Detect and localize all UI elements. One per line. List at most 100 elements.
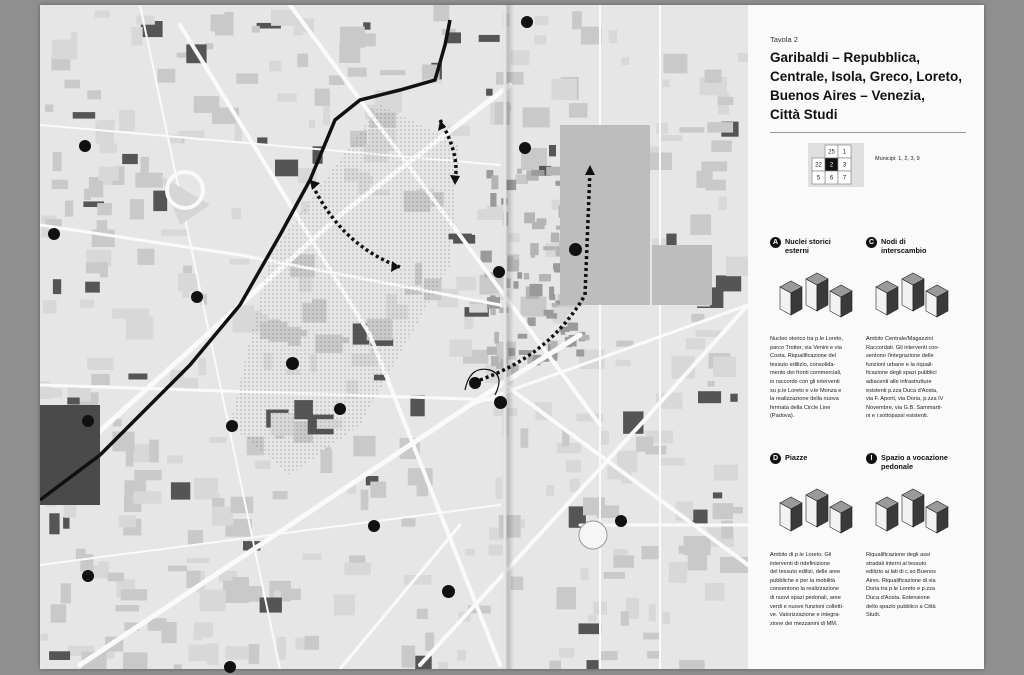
building-block bbox=[349, 555, 366, 563]
metro-station-pin[interactable] bbox=[469, 377, 481, 389]
building-block bbox=[119, 109, 135, 131]
building-block bbox=[583, 497, 605, 516]
legend-badge: I bbox=[866, 453, 877, 464]
metro-station-pin[interactable] bbox=[48, 228, 60, 240]
historic-block bbox=[486, 170, 494, 179]
municipio-number: 7 bbox=[843, 176, 847, 182]
building-block bbox=[97, 203, 112, 216]
historic-block bbox=[486, 346, 497, 355]
building-block bbox=[125, 316, 154, 340]
building-block bbox=[275, 159, 299, 177]
historic-block bbox=[517, 272, 522, 279]
historic-block bbox=[507, 256, 514, 263]
metro-station-pin[interactable] bbox=[191, 291, 203, 303]
building-block bbox=[83, 188, 91, 201]
historic-block bbox=[567, 322, 579, 331]
building-block bbox=[456, 276, 476, 291]
historic-block bbox=[560, 330, 566, 335]
building-block bbox=[652, 238, 676, 251]
building-block bbox=[656, 392, 683, 409]
building-block bbox=[713, 464, 738, 481]
building-block bbox=[64, 200, 74, 217]
building-block bbox=[344, 562, 371, 576]
building-block bbox=[495, 477, 503, 499]
building-block bbox=[118, 515, 136, 528]
building-block bbox=[212, 493, 221, 501]
intervention-area-badge[interactable] bbox=[442, 585, 455, 598]
building-block bbox=[549, 145, 556, 157]
historic-block bbox=[539, 274, 551, 282]
historic-nuclei-illustration bbox=[779, 272, 853, 318]
intervention-area-badge[interactable] bbox=[286, 357, 299, 370]
metro-station-pin[interactable] bbox=[493, 266, 505, 278]
building-block bbox=[521, 148, 547, 171]
historic-block bbox=[505, 179, 517, 191]
building-block bbox=[94, 10, 110, 18]
metro-station-pin[interactable] bbox=[615, 515, 627, 527]
historic-block bbox=[527, 356, 537, 364]
building-block bbox=[363, 22, 371, 30]
metro-station-pin[interactable] bbox=[521, 16, 533, 28]
historic-block bbox=[529, 283, 543, 297]
building-block bbox=[75, 548, 86, 560]
building-block bbox=[67, 645, 95, 656]
building-block bbox=[658, 457, 685, 466]
building-block bbox=[613, 549, 628, 556]
building-block bbox=[251, 25, 260, 33]
municipio-number: 6 bbox=[830, 176, 834, 182]
building-block bbox=[87, 90, 101, 100]
building-block bbox=[122, 153, 138, 165]
municipio-cell bbox=[811, 170, 826, 185]
building-block bbox=[449, 339, 472, 357]
metro-station-pin[interactable] bbox=[224, 661, 236, 673]
metro-station-pin[interactable] bbox=[226, 420, 238, 432]
metro-station-pin[interactable] bbox=[334, 403, 346, 415]
building-block bbox=[425, 632, 435, 651]
building-block bbox=[212, 498, 225, 510]
building-block bbox=[128, 373, 148, 380]
building-block bbox=[137, 248, 155, 265]
building-block bbox=[620, 611, 629, 626]
building-block bbox=[464, 313, 474, 330]
building-block bbox=[211, 506, 234, 526]
legend-section-title: Piazze bbox=[785, 453, 808, 462]
building-block bbox=[85, 262, 103, 274]
building-block bbox=[691, 313, 705, 322]
intervention-area-badge[interactable] bbox=[569, 243, 582, 256]
building-block bbox=[404, 575, 432, 585]
building-block bbox=[40, 381, 52, 399]
building-block bbox=[87, 357, 114, 370]
building-block bbox=[488, 544, 503, 556]
building-block bbox=[328, 75, 345, 85]
building-block bbox=[549, 660, 561, 669]
building-block bbox=[679, 127, 705, 133]
historic-block bbox=[517, 168, 522, 174]
historic-block bbox=[549, 286, 555, 299]
building-block bbox=[718, 196, 727, 210]
legend-section-title: Nodi di interscambio bbox=[881, 237, 927, 255]
building-block bbox=[339, 43, 361, 63]
metro-station-pin[interactable] bbox=[82, 570, 94, 582]
building-block bbox=[273, 588, 301, 601]
building-block bbox=[641, 545, 659, 560]
metro-station-pin[interactable] bbox=[79, 140, 91, 152]
building-block bbox=[486, 88, 493, 96]
legend-badge: C bbox=[866, 237, 877, 248]
building-block bbox=[712, 503, 734, 520]
building-block bbox=[91, 373, 110, 385]
building-block bbox=[581, 26, 602, 45]
historic-block bbox=[531, 170, 545, 176]
building-block bbox=[695, 330, 723, 337]
building-block bbox=[666, 233, 677, 246]
metro-station-pin[interactable] bbox=[82, 415, 94, 427]
intervention-area-badge[interactable] bbox=[494, 396, 507, 409]
building-block bbox=[297, 53, 309, 68]
historic-block bbox=[536, 218, 547, 226]
building-block bbox=[648, 604, 656, 622]
metro-station-pin[interactable] bbox=[519, 142, 531, 154]
building-block bbox=[401, 645, 416, 668]
metro-station-pin[interactable] bbox=[368, 520, 380, 532]
building-block bbox=[401, 518, 416, 527]
building-block bbox=[80, 554, 94, 572]
municipio-number: 3 bbox=[843, 163, 847, 169]
